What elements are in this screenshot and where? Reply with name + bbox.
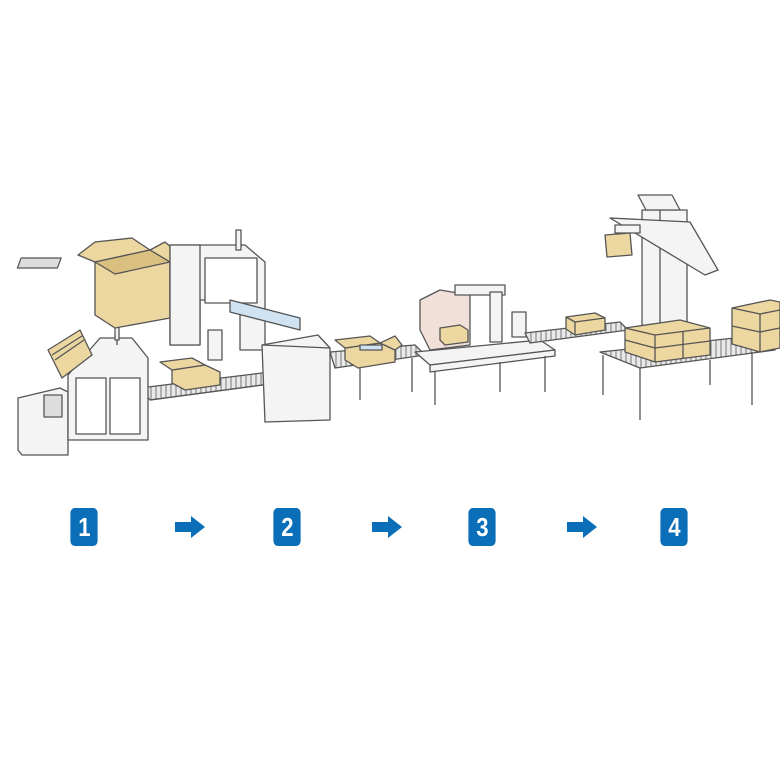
step-badge-4: 4	[660, 508, 688, 546]
arrow-right-icon	[567, 516, 597, 538]
case-sealer-machine	[414, 284, 556, 405]
arrow-right-icon	[372, 516, 402, 538]
open-carton-large	[16, 237, 181, 329]
carton-stack-output	[731, 299, 780, 353]
carton-stack-palletizer	[624, 319, 711, 363]
step-badge-1: 1	[70, 508, 98, 546]
carton-on-conveyor-1	[159, 357, 221, 391]
arrow-right-icon	[175, 516, 205, 538]
step-badge-2: 2	[273, 508, 301, 546]
step-badge-3: 3	[468, 508, 496, 546]
case-erector-machine	[17, 325, 149, 456]
open-carton-on-conveyor-2	[334, 335, 403, 369]
carton-on-conveyor-3	[565, 312, 606, 336]
case-packer-machine	[169, 229, 331, 423]
